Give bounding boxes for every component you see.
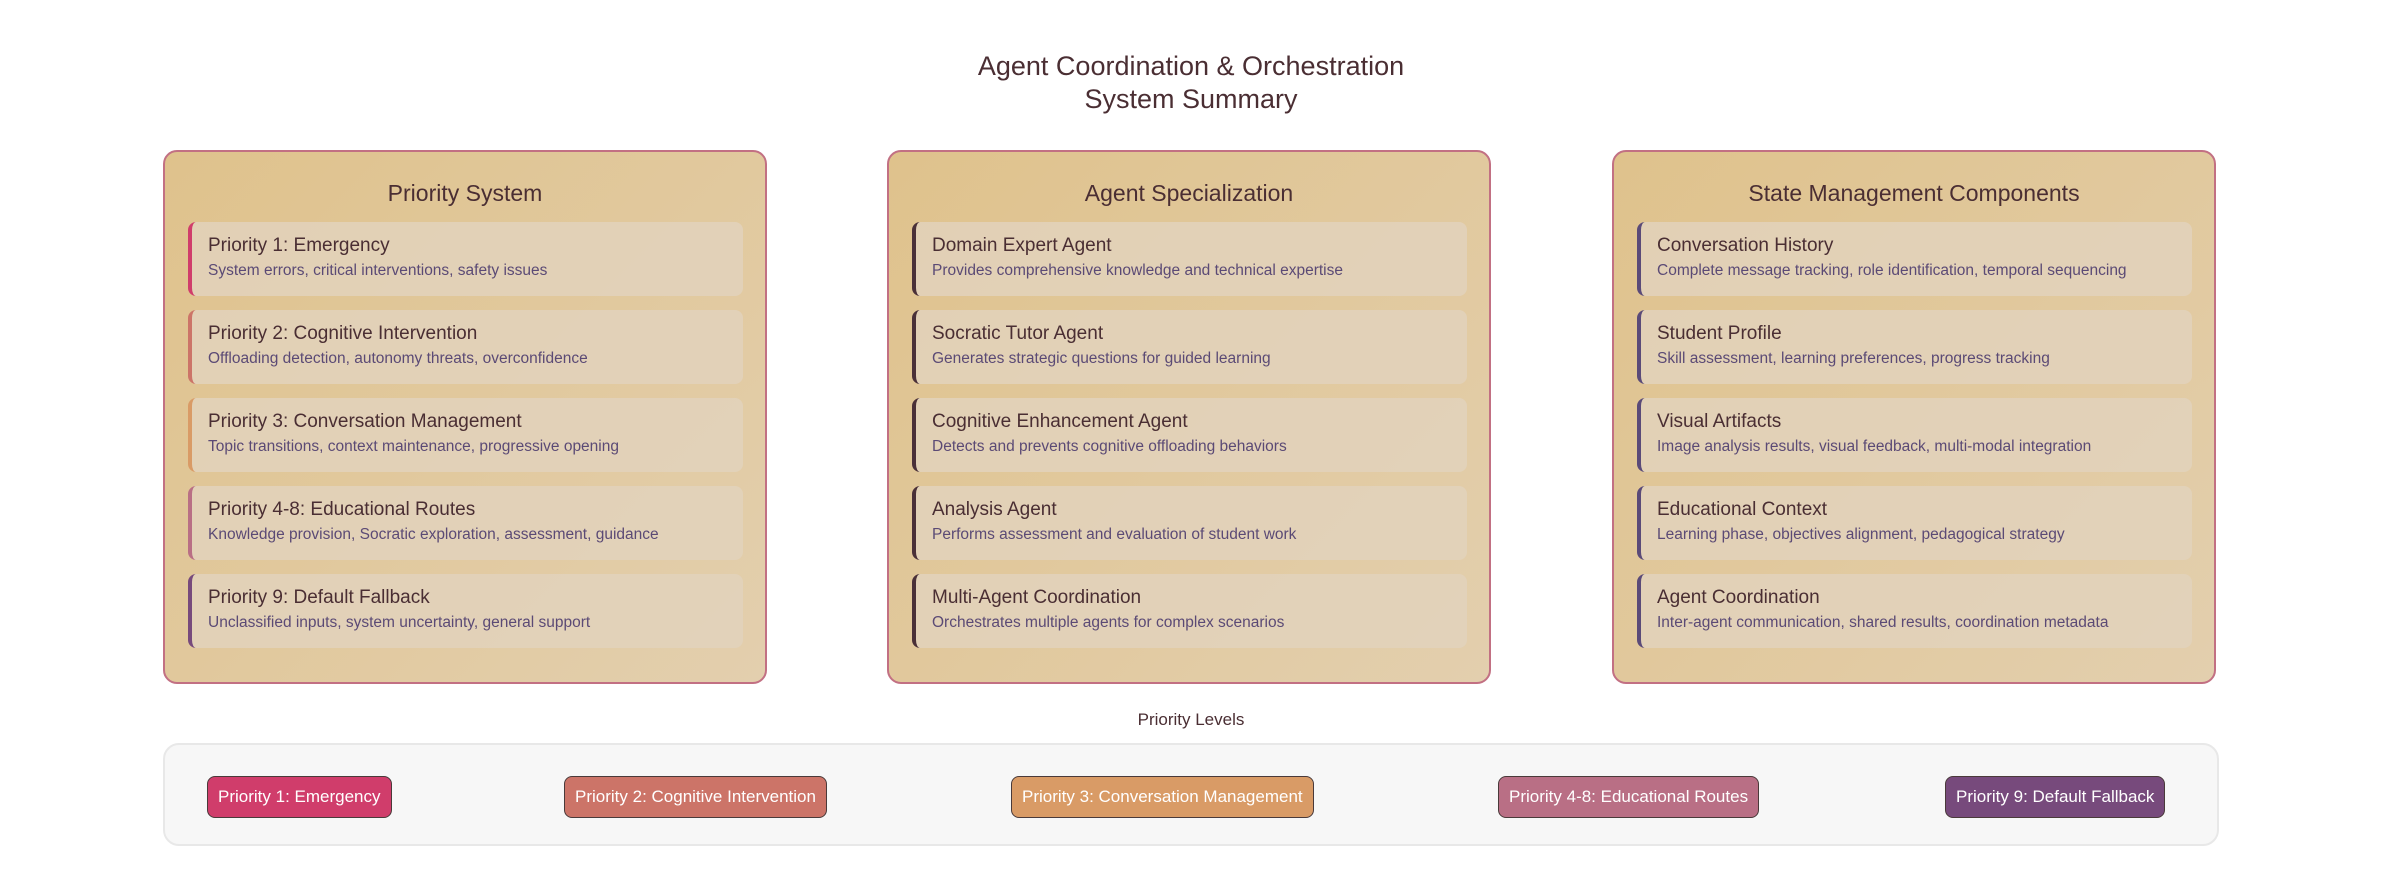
card-description: Complete message tracking, role identifi… [1657, 262, 2127, 279]
priority-badge: Priority 3: Conversation Management [1011, 776, 1314, 818]
card-title: Priority 4-8: Educational Routes [208, 499, 476, 520]
card-title: Priority 9: Default Fallback [208, 587, 430, 608]
card-title: Visual Artifacts [1657, 411, 1782, 432]
panel-title: Priority System [387, 180, 543, 206]
legend-label: Priority Levels [1137, 710, 1245, 729]
card-title: Priority 1: Emergency [208, 235, 390, 256]
priority-badge: Priority 2: Cognitive Intervention [564, 776, 827, 818]
card-title: Priority 3: Conversation Management [208, 411, 522, 432]
card-title: Socratic Tutor Agent [932, 323, 1104, 344]
priority-badge: Priority 1: Emergency [207, 776, 392, 818]
title-line-2: System Summary [1084, 84, 1298, 114]
priority-badge: Priority 4-8: Educational Routes [1498, 776, 1760, 818]
card-description: Image analysis results, visual feedback,… [1657, 438, 2092, 455]
card-description: Detects and prevents cognitive offloadin… [932, 438, 1287, 455]
card-title: Cognitive Enhancement Agent [932, 411, 1188, 432]
card-description: Offloading detection, autonomy threats, … [208, 350, 588, 367]
card-title: Agent Coordination [1657, 587, 1820, 608]
card-title: Priority 2: Cognitive Intervention [208, 323, 478, 344]
card-description: Knowledge provision, Socratic exploratio… [208, 526, 659, 543]
card-description: System errors, critical interventions, s… [208, 262, 548, 279]
priority-badge: Priority 9: Default Fallback [1945, 776, 2166, 818]
card-title: Multi-Agent Coordination [932, 587, 1142, 608]
card-title: Educational Context [1657, 499, 1828, 520]
card-title: Analysis Agent [932, 499, 1057, 520]
card-description: Skill assessment, learning preferences, … [1657, 350, 2050, 367]
card-title: Student Profile [1657, 323, 1782, 344]
panel-title: State Management Components [1748, 180, 2080, 206]
card-description: Provides comprehensive knowledge and tec… [932, 262, 1343, 279]
card-description: Generates strategic questions for guided… [932, 350, 1271, 367]
priority-legend: Priority 1: Emergency Priority 2: Cogniti… [163, 743, 2219, 846]
diagram-title: Agent Coordination & Orchestration Syste… [0, 50, 2382, 116]
card-description: Inter-agent communication, shared result… [1657, 614, 2109, 631]
card-title: Conversation History [1657, 235, 1834, 256]
card-description: Unclassified inputs, system uncertainty,… [208, 614, 591, 631]
card-description: Topic transitions, context maintenance, … [208, 438, 619, 455]
title-line-1: Agent Coordination & Orchestration [977, 51, 1405, 81]
card-description: Performs assessment and evaluation of st… [932, 526, 1297, 543]
card-description: Orchestrates multiple agents for complex… [932, 614, 1285, 631]
card-description: Learning phase, objectives alignment, pe… [1657, 526, 2065, 543]
card-title: Domain Expert Agent [932, 235, 1112, 256]
panel-title: Agent Specialization [1084, 180, 1294, 206]
